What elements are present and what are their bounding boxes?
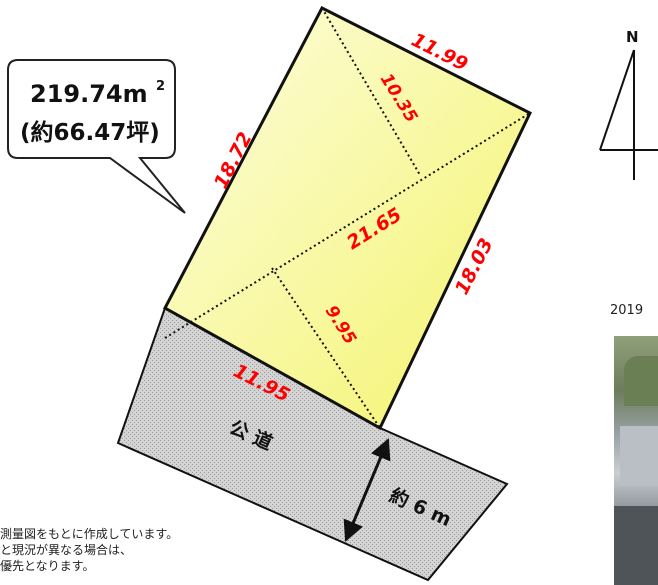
area-value: 219.74m: [30, 80, 148, 108]
lot-polygon: [162, 5, 532, 431]
site-photo: [614, 336, 658, 585]
north-arrow-icon: [599, 49, 658, 180]
area-label-line1-text: 219.74m 2: [30, 79, 165, 108]
diagonal-line: [164, 112, 531, 339]
area-speech-bubble: [7, 59, 186, 214]
road-width-arrow: [343, 438, 391, 542]
photo-year-label: 2019: [610, 303, 644, 318]
area-tsubo: (約66.47坪): [20, 119, 160, 146]
compass-label: N: [626, 28, 639, 46]
note-line-1: 測量図をもとに作成しています。: [0, 527, 179, 541]
note-line-2: と現況が異なる場合は、: [0, 543, 133, 557]
area-unit-superscript: 2: [156, 79, 165, 94]
lower-height-line: [271, 267, 381, 429]
upper-height-line-a: [321, 7, 421, 176]
note-line-3: 優先となります。: [0, 559, 95, 573]
